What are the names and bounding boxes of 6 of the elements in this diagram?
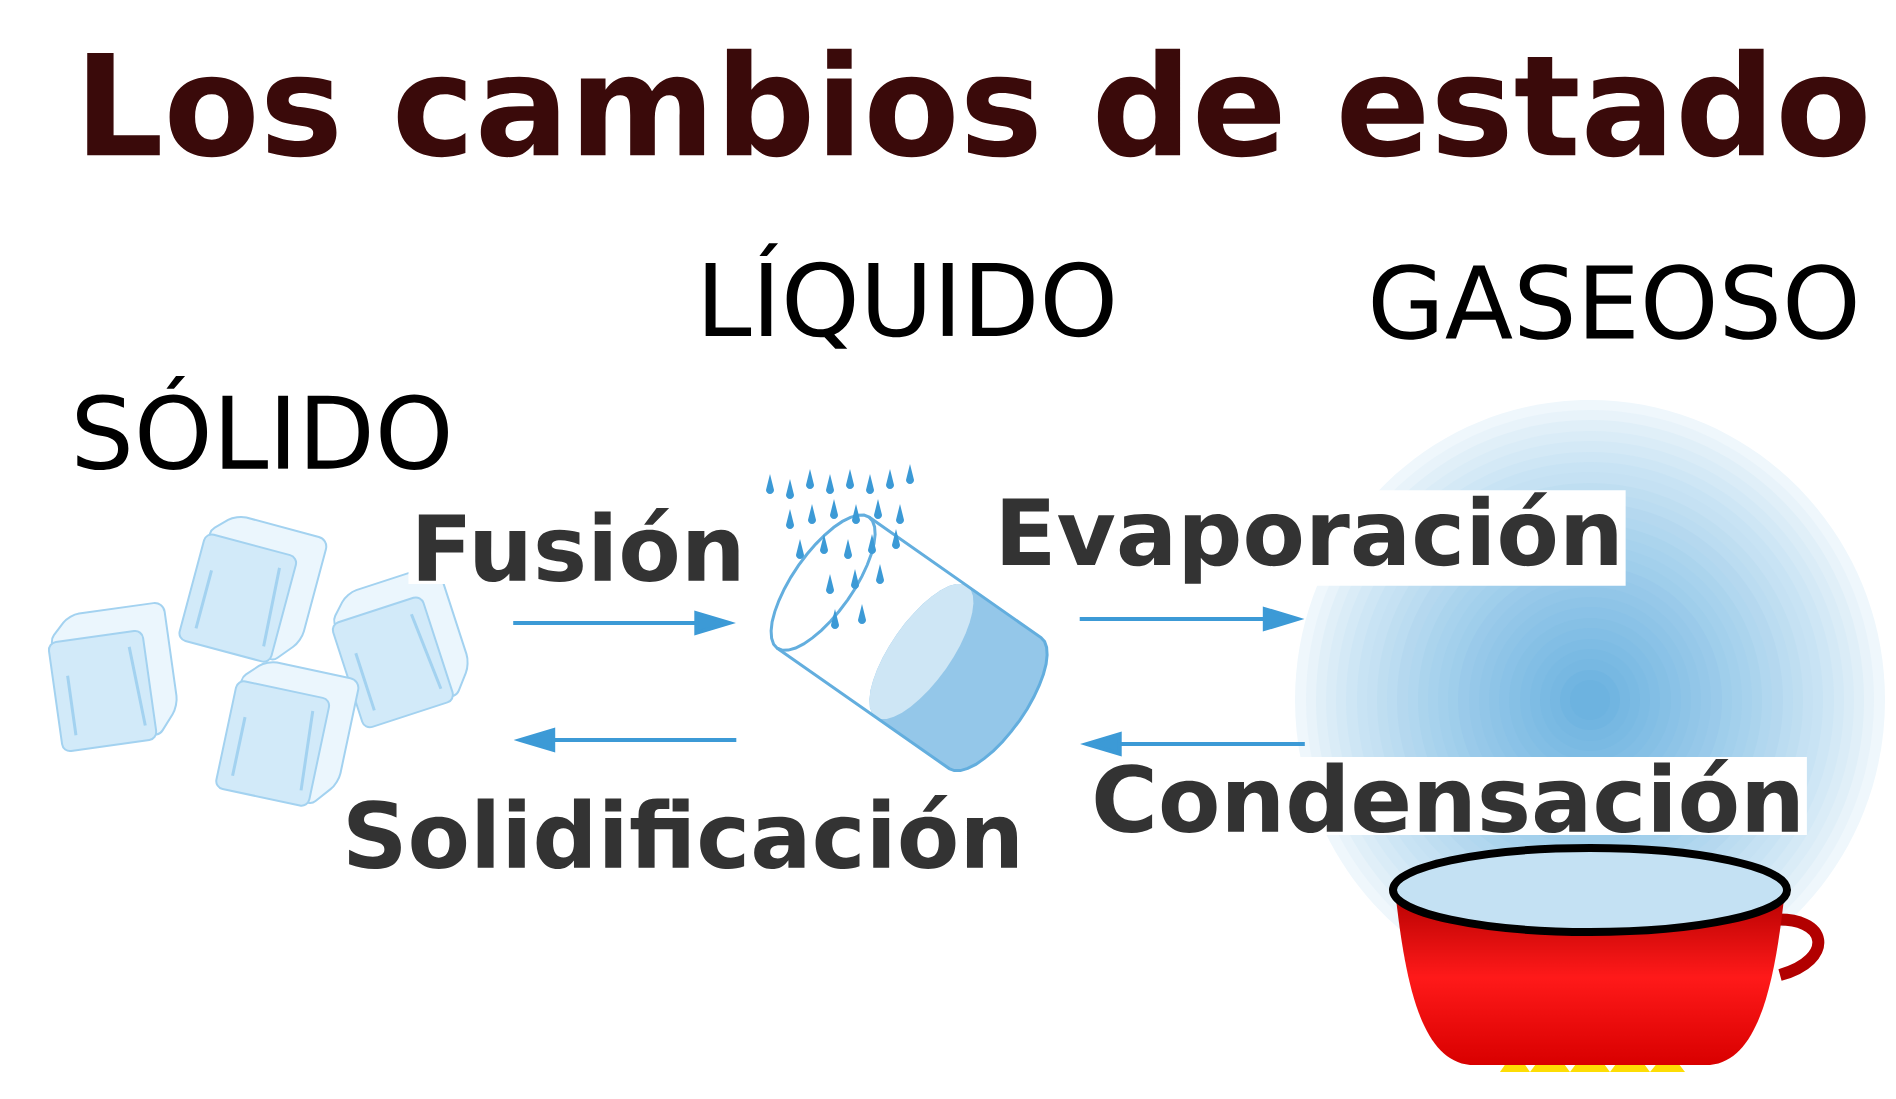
edge-label: Solidificación [340, 792, 1026, 872]
title: Los cambios de estado [87, 48, 1866, 158]
state-heading: LÍQUIDO [705, 243, 1113, 349]
edge-label: Fusión [408, 505, 748, 585]
state-heading: SÓLIDO [77, 375, 448, 471]
state-heading: GASEOSO [1372, 264, 1856, 340]
